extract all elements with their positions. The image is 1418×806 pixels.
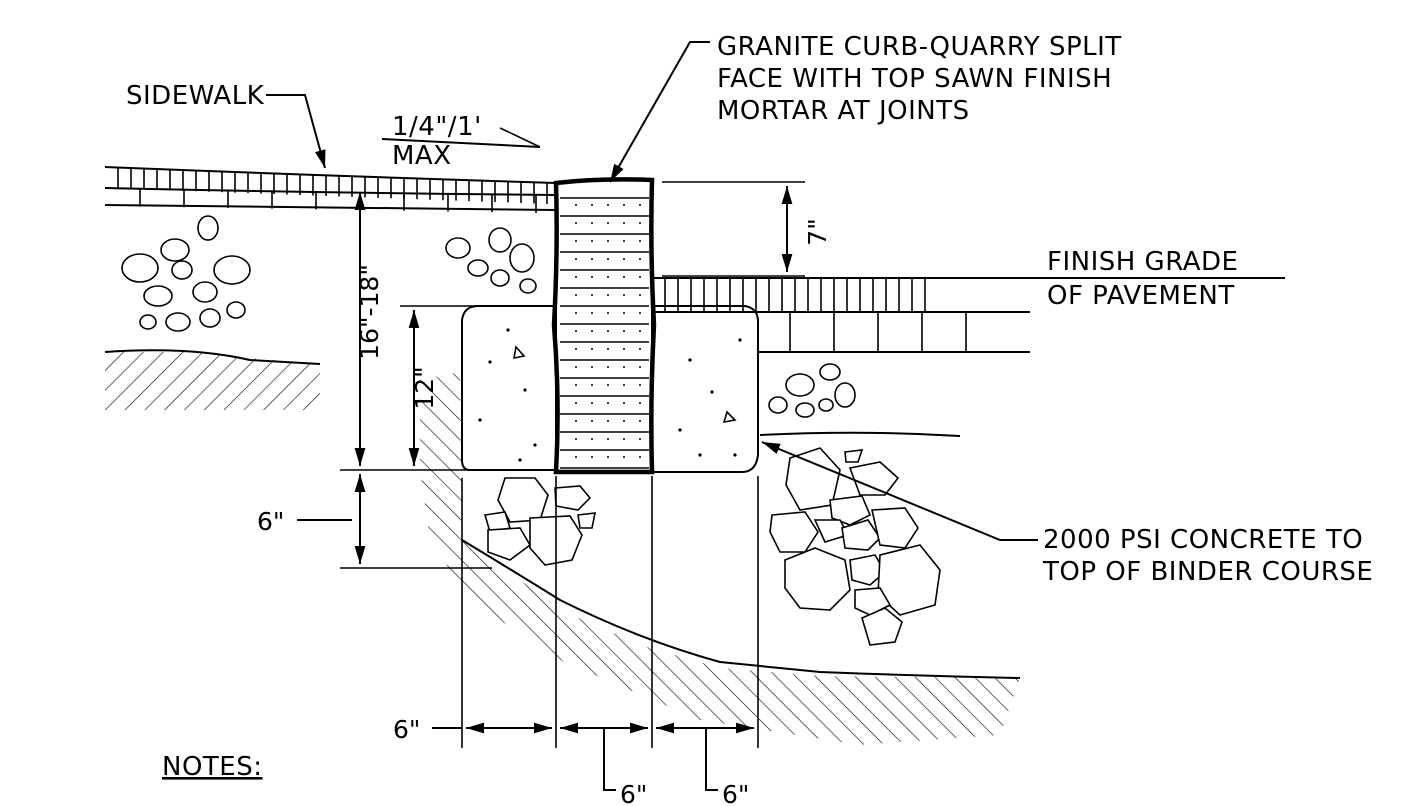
left-soil [104, 349, 321, 410]
left-width-dimension: 6" [393, 715, 420, 744]
reveal-dimension: 7" [803, 218, 832, 245]
granite-curb [551, 177, 657, 475]
leader-lines [266, 41, 1285, 541]
curb-height-dimension: 16"-18" [355, 264, 384, 360]
curb-label-line3: MORTAR AT JOINTS [717, 96, 970, 126]
notes-heading: NOTES: [162, 752, 263, 782]
right-width-dimension: 6" [722, 780, 749, 806]
finish-grade-label-line1: FINISH GRADE [1047, 247, 1238, 277]
concrete-depth-dimension: 12" [410, 366, 439, 409]
slope-max-label: MAX [392, 141, 452, 171]
concrete-label-line2: TOP OF BINDER COURSE [1042, 557, 1373, 587]
concrete-speckle [478, 328, 742, 462]
sidewalk-label: SIDEWALK [126, 81, 265, 111]
concrete-label-line1: 2000 PSI CONCRETE TO [1043, 525, 1363, 555]
concrete-haunch [461, 305, 759, 473]
left-gravel [121, 215, 537, 332]
trench-soil [420, 372, 1021, 745]
finish-grade-label-line2: OF PAVEMENT [1047, 281, 1235, 311]
dimension-lines [297, 181, 805, 791]
curb-width-dimension: 6" [620, 780, 647, 806]
curb-label-line1: GRANITE CURB-QUARRY SPLIT [717, 32, 1122, 62]
base-depth-dimension: 6" [257, 507, 284, 536]
slope-label: 1/4"/1' [392, 112, 482, 142]
sidewalk-pavers [104, 166, 557, 213]
crushed-stone-base [483, 447, 941, 646]
pavement-surface [652, 277, 1030, 437]
curb-label-line2: FACE WITH TOP SAWN FINISH [717, 64, 1112, 94]
